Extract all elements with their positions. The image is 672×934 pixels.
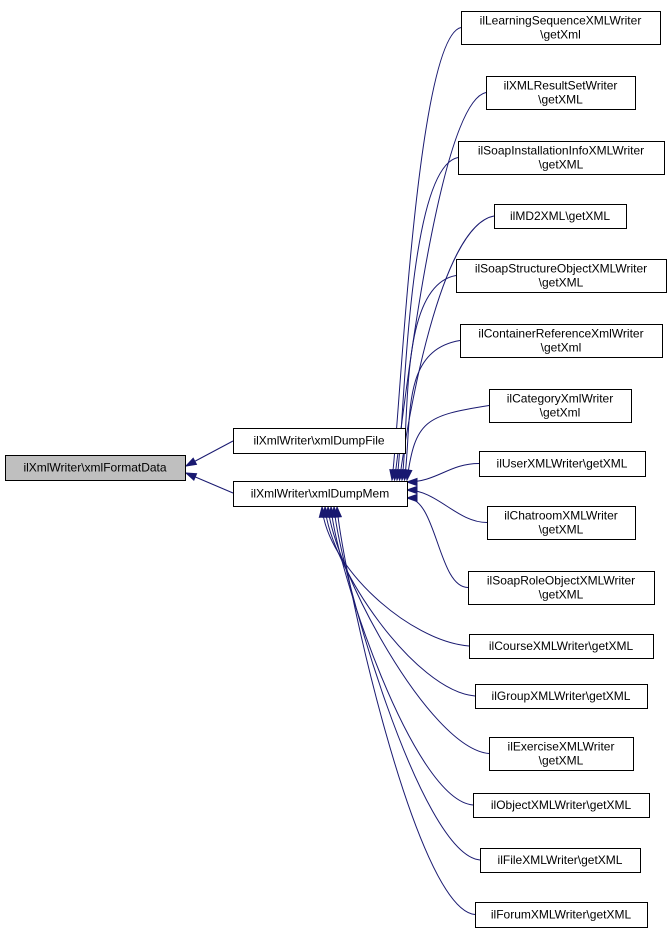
node-caller-2-label: \getXML: [539, 158, 584, 172]
edge-caller-8-arrowhead: [405, 485, 418, 495]
node-caller-10-label: ilCourseXMLWriter\getXML: [489, 639, 634, 653]
node-caller-6-label: ilCategoryXmlWriter: [507, 392, 613, 406]
edge-caller-6-arrowhead: [404, 469, 413, 482]
node-caller-4-label: \getXML: [539, 276, 584, 290]
node-xmldumpmem-box[interactable]: [233, 481, 408, 507]
nodes: ilXmlWriter\xmlFormatData ilXmlWriter\xml…: [5, 11, 667, 928]
edge-dumpfile-to-root-arrowhead: [184, 457, 198, 467]
node-xmlformatdata[interactable]: ilXmlWriter\xmlFormatData: [5, 455, 186, 481]
node-caller-3-label: ilMD2XML\getXML: [510, 209, 610, 223]
node-caller-13-box[interactable]: [473, 793, 650, 818]
edge-caller-9-arrowhead: [405, 493, 418, 503]
edge-caller-13: [330, 506, 474, 806]
node-caller-1-box[interactable]: [486, 76, 636, 110]
node-caller-8[interactable]: ilChatroomXMLWriter\getXML: [487, 506, 636, 540]
node-caller-5[interactable]: ilContainerReferenceXmlWriter\getXml: [460, 324, 663, 358]
node-caller-11-box[interactable]: [475, 684, 648, 709]
edge-caller-7: [406, 463, 480, 483]
node-caller-7-label: ilUserXMLWriter\getXML: [497, 457, 628, 471]
node-caller-4[interactable]: ilSoapStructureObjectXMLWriter\getXML: [456, 259, 667, 293]
edge-caller-7-arrowhead: [405, 477, 418, 487]
edge-caller-2: [396, 157, 459, 481]
edge-caller-8: [406, 489, 488, 523]
node-caller-14-label: ilFileXMLWriter\getXML: [498, 853, 623, 867]
node-caller-8-box[interactable]: [487, 506, 636, 540]
node-caller-9-label: ilSoapRoleObjectXMLWriter: [487, 574, 635, 588]
node-caller-1[interactable]: ilXMLResultSetWriter\getXML: [486, 76, 636, 110]
node-caller-12-box[interactable]: [489, 737, 634, 771]
node-xmldumpmem[interactable]: ilXmlWriter\xmlDumpMem: [233, 481, 408, 507]
edge-caller-11: [324, 506, 476, 697]
node-caller-6-label: \getXml: [540, 406, 581, 420]
node-caller-6-box[interactable]: [489, 389, 632, 423]
node-xmlformatdata-box[interactable]: [5, 455, 186, 481]
node-caller-12-label: ilExerciseXMLWriter: [508, 740, 615, 754]
node-caller-13-label: ilObjectXMLWriter\getXML: [491, 798, 632, 812]
node-caller-13[interactable]: ilObjectXMLWriter\getXML: [473, 793, 650, 818]
node-caller-15-label: ilForumXMLWriter\getXML: [491, 908, 632, 922]
node-caller-8-label: ilChatroomXMLWriter: [504, 509, 618, 523]
node-caller-2-box[interactable]: [458, 141, 665, 175]
node-caller-5-label: \getXml: [541, 341, 582, 355]
node-caller-2-label: ilSoapInstallationInfoXMLWriter: [478, 144, 644, 158]
node-caller-4-box[interactable]: [456, 259, 667, 293]
node-caller-15-box[interactable]: [475, 902, 648, 928]
node-caller-15[interactable]: ilForumXMLWriter\getXML: [475, 902, 648, 928]
node-caller-0-box[interactable]: [461, 11, 661, 45]
node-caller-14[interactable]: ilFileXMLWriter\getXML: [480, 848, 641, 873]
node-caller-9[interactable]: ilSoapRoleObjectXMLWriter\getXML: [468, 571, 655, 605]
edge-caller-5: [404, 340, 461, 481]
node-caller-6[interactable]: ilCategoryXmlWriter\getXml: [489, 389, 632, 423]
node-caller-0[interactable]: ilLearningSequenceXMLWriter\getXml: [461, 11, 661, 45]
node-caller-12[interactable]: ilExerciseXMLWriter\getXML: [489, 737, 634, 771]
edge-caller-10: [321, 506, 470, 647]
edge-caller-15-arrowhead: [333, 505, 343, 518]
node-caller-0-label: ilLearningSequenceXMLWriter: [480, 14, 642, 28]
edge-caller-15: [336, 506, 476, 915]
node-caller-12-label: \getXML: [539, 754, 584, 768]
node-caller-8-label: \getXML: [539, 523, 584, 537]
node-caller-7[interactable]: ilUserXMLWriter\getXML: [479, 451, 646, 477]
node-xmldumpfile[interactable]: ilXmlWriter\xmlDumpFile: [233, 428, 406, 454]
edge-caller-4: [401, 275, 457, 481]
node-xmldumpmem-label: ilXmlWriter\xmlDumpMem: [251, 487, 389, 501]
node-caller-7-box[interactable]: [479, 451, 646, 477]
node-caller-10-box[interactable]: [469, 634, 654, 659]
node-xmlformatdata-label: ilXmlWriter\xmlFormatData: [23, 461, 166, 475]
node-caller-11-label: ilGroupXMLWriter\getXML: [492, 689, 631, 703]
node-caller-5-box[interactable]: [460, 324, 663, 358]
node-caller-9-box[interactable]: [468, 571, 655, 605]
node-caller-14-box[interactable]: [480, 848, 641, 873]
edge-caller-14: [333, 506, 481, 861]
node-caller-4-label: ilSoapStructureObjectXMLWriter: [475, 262, 647, 276]
edge-caller-6: [406, 405, 490, 481]
node-caller-9-label: \getXML: [539, 588, 584, 602]
node-caller-5-label: ilContainerReferenceXmlWriter: [478, 327, 643, 341]
node-xmldumpfile-label: ilXmlWriter\xmlDumpFile: [253, 434, 384, 448]
node-caller-10[interactable]: ilCourseXMLWriter\getXML: [469, 634, 654, 659]
node-caller-2[interactable]: ilSoapInstallationInfoXMLWriter\getXML: [458, 141, 665, 175]
edges: [184, 27, 495, 915]
node-caller-11[interactable]: ilGroupXMLWriter\getXML: [475, 684, 648, 709]
node-caller-0-label: \getXml: [540, 28, 581, 42]
node-caller-3[interactable]: ilMD2XML\getXML: [494, 204, 627, 229]
edge-caller-9: [406, 497, 469, 588]
node-caller-3-box[interactable]: [494, 204, 627, 229]
node-caller-1-label: \getXML: [538, 93, 583, 107]
edge-dumpmem-to-root-arrowhead: [184, 472, 198, 481]
node-caller-1-label: ilXMLResultSetWriter: [504, 79, 618, 93]
node-xmldumpfile-box[interactable]: [233, 428, 406, 454]
edge-caller-12: [327, 506, 490, 754]
